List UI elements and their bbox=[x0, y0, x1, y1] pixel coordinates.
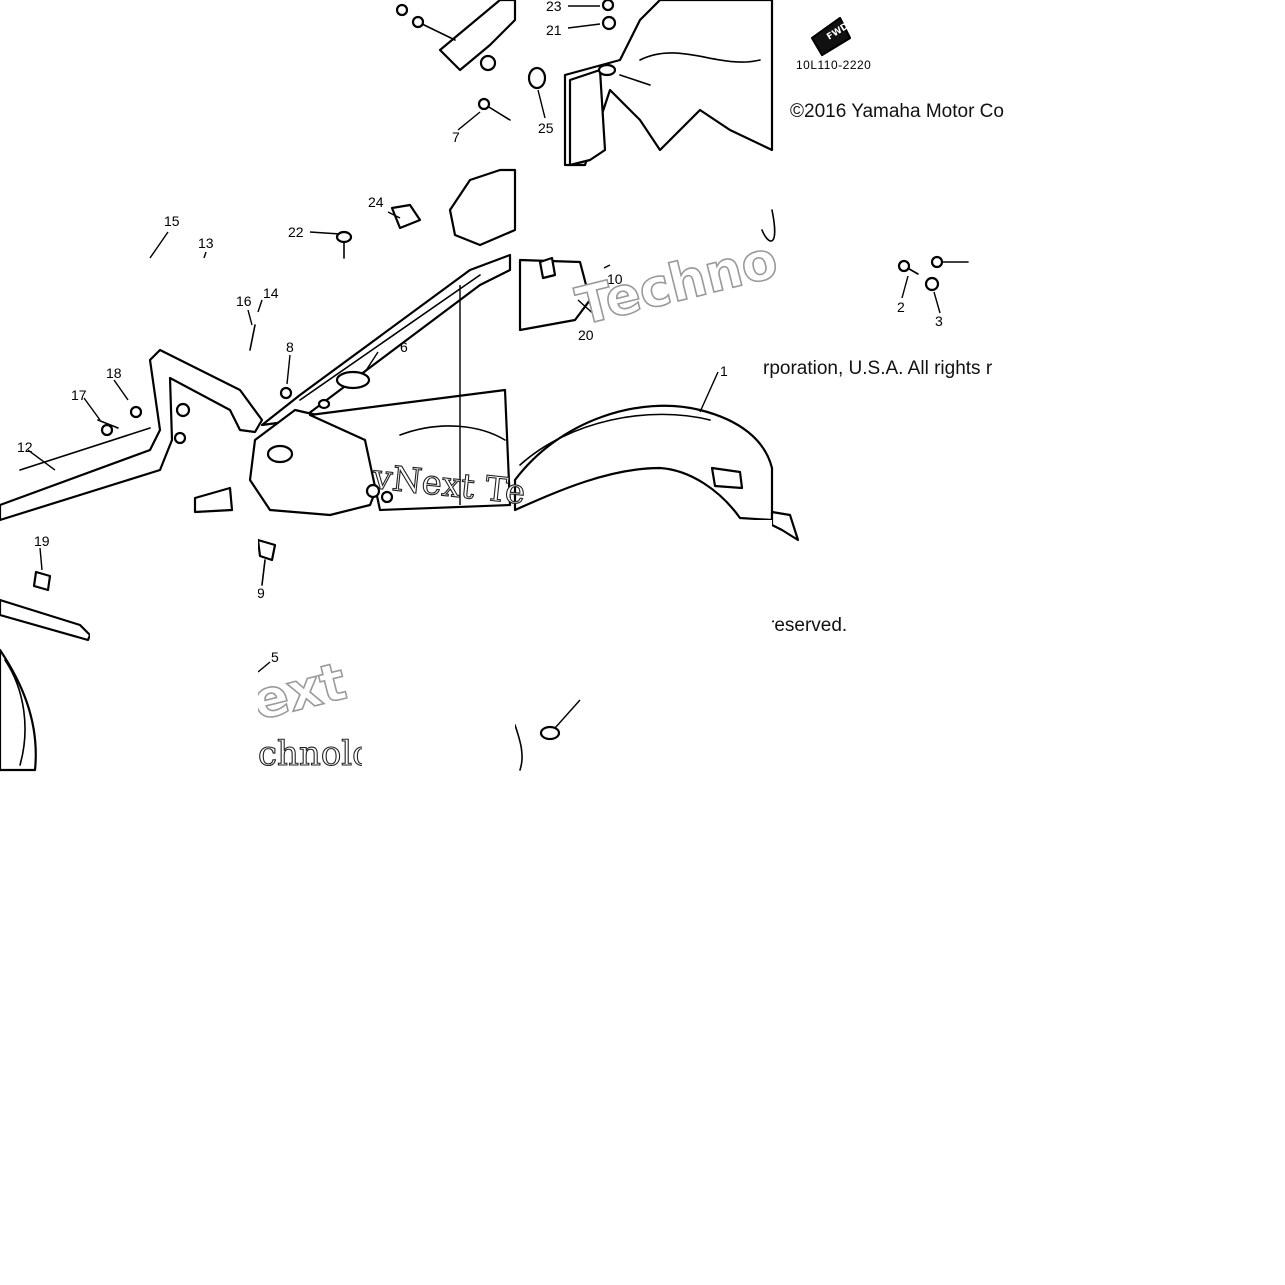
watermark-techno: Techno bbox=[571, 230, 784, 338]
callout-19: 19 bbox=[34, 533, 50, 549]
part-number-code: 10L110-2220 bbox=[796, 58, 871, 72]
fasteners-top-left bbox=[97, 3, 511, 504]
callout-leaders-top-middle bbox=[537, 5, 601, 119]
callout-8: 8 bbox=[286, 339, 294, 355]
callout-leaders-middle bbox=[577, 264, 941, 413]
callout-24: 24 bbox=[368, 194, 384, 210]
copyright-line-3: reserved. bbox=[768, 615, 847, 636]
callout-12: 12 bbox=[17, 439, 33, 455]
callout-20: 20 bbox=[578, 327, 594, 343]
callout-14: 14 bbox=[263, 285, 279, 301]
fwd-badge bbox=[810, 16, 852, 57]
callout-1: 1 bbox=[720, 363, 728, 379]
grab-rail-part bbox=[0, 348, 264, 522]
callout-16: 16 bbox=[236, 293, 252, 309]
rear-flap-part bbox=[527, 0, 774, 167]
callout-2: 2 bbox=[897, 299, 905, 315]
callout-numbers: 1 2 3 4 5 6 7 8 9 10 12 13 14 15 16 17 1… bbox=[17, 0, 943, 697]
callout-25: 25 bbox=[538, 120, 554, 136]
fasteners-right bbox=[897, 255, 969, 292]
callout-7: 7 bbox=[452, 129, 460, 145]
fender-stay-top-part bbox=[438, 0, 517, 247]
rear-fender-part bbox=[513, 256, 774, 522]
copyright-line-1: ©2016 Yamaha Motor Co bbox=[790, 101, 1004, 122]
callout-10: 10 bbox=[607, 271, 623, 287]
callout-3: 3 bbox=[935, 313, 943, 329]
watermark-chnolo: chnolo bbox=[258, 734, 373, 774]
callout-18: 18 bbox=[106, 365, 122, 381]
callout-5: 5 bbox=[271, 649, 279, 665]
callout-13: 13 bbox=[198, 235, 214, 251]
callout-6: 6 bbox=[400, 339, 408, 355]
side-cover-part bbox=[0, 538, 277, 772]
callout-leaders-top-left bbox=[27, 111, 481, 505]
callout-21: 21 bbox=[546, 22, 562, 38]
bolt-part bbox=[514, 699, 581, 771]
callout-17: 17 bbox=[71, 387, 87, 403]
watermark-ext: ext bbox=[247, 652, 352, 733]
callout-22: 22 bbox=[288, 224, 304, 240]
callout-9: 9 bbox=[257, 585, 265, 601]
callout-15: 15 bbox=[164, 213, 180, 229]
callout-leaders-bottom-left bbox=[39, 547, 271, 673]
callout-23: 23 bbox=[546, 0, 562, 14]
copyright-line-2: rporation, U.S.A. All rights r bbox=[763, 358, 993, 379]
